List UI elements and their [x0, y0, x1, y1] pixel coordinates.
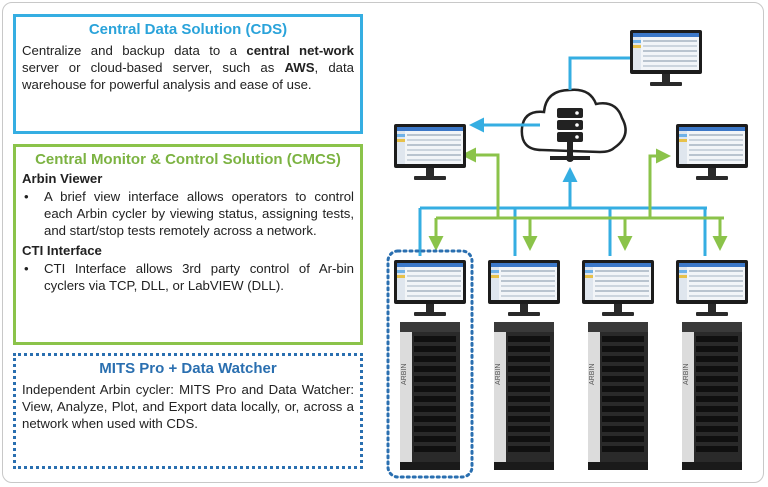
- mits-text: Independent Arbin cycler: MITS Pro and D…: [22, 382, 354, 431]
- viewer-monitor-left-icon: [394, 124, 466, 180]
- cycler-monitor-2-icon: [488, 260, 560, 316]
- cycler-cabinet-2-icon: [494, 322, 554, 470]
- cycler-cabinet-3-icon: [588, 322, 648, 470]
- mits-title: MITS Pro + Data Watcher: [99, 360, 277, 377]
- cti-interface-text: CTI Interface allows 3rd party control o…: [44, 261, 354, 293]
- cabinet-brand-label-3: ARBIN: [589, 364, 596, 385]
- cds-text-3: , data warehouse for powerful analysis a…: [22, 60, 354, 92]
- arbin-viewer-heading: Arbin Viewer: [22, 171, 103, 186]
- cycler-cabinet-4-icon: [682, 322, 742, 470]
- cycler-monitor-3-icon: [582, 260, 654, 316]
- independent-cycler-highlight: [386, 249, 474, 479]
- cds-description: Centralize and backup data to a central …: [16, 38, 360, 93]
- cti-interface-bullet: • CTI Interface allows 3rd party control…: [16, 259, 360, 294]
- cds-text-2: server or cloud-based server, such as: [22, 60, 285, 75]
- bullet-marker: •: [24, 189, 29, 204]
- cds-text-1: Centralize and backup data to a: [22, 43, 247, 58]
- cds-bold-central-network: central net-work: [246, 43, 354, 58]
- outer-frame: [2, 2, 764, 483]
- cds-monitor-icon: [630, 30, 702, 86]
- cloud-server-icon: [520, 88, 627, 162]
- cmcs-panel: Central Monitor & Control Solution (CMCS…: [13, 144, 363, 345]
- network-lines: [418, 50, 728, 256]
- cti-interface-heading: CTI Interface: [22, 243, 102, 258]
- cabinet-brand-label-1: ARBIN: [401, 364, 408, 385]
- viewer-monitor-right-icon: [676, 124, 748, 180]
- cabinet-brand-label-2: ARBIN: [495, 364, 502, 385]
- cmcs-title: Central Monitor & Control Solution (CMCS…: [35, 151, 341, 168]
- arbin-viewer-bullet: • A brief view interface allows operator…: [16, 187, 360, 239]
- bullet-marker: •: [24, 261, 29, 276]
- cycler-cabinet-1-icon: [400, 322, 460, 470]
- arbin-viewer-text: A brief view interface allows operators …: [44, 189, 354, 238]
- cds-bold-aws: AWS: [284, 60, 315, 75]
- mits-panel: MITS Pro + Data Watcher Independent Arbi…: [13, 353, 363, 469]
- cabinet-brand-label-4: ARBIN: [683, 364, 690, 385]
- cycler-monitor-1-icon: [394, 260, 466, 316]
- cds-title: Central Data Solution (CDS): [88, 21, 288, 38]
- cds-panel: Central Data Solution (CDS) Centralize a…: [13, 14, 363, 134]
- cycler-monitor-4-icon: [676, 260, 748, 316]
